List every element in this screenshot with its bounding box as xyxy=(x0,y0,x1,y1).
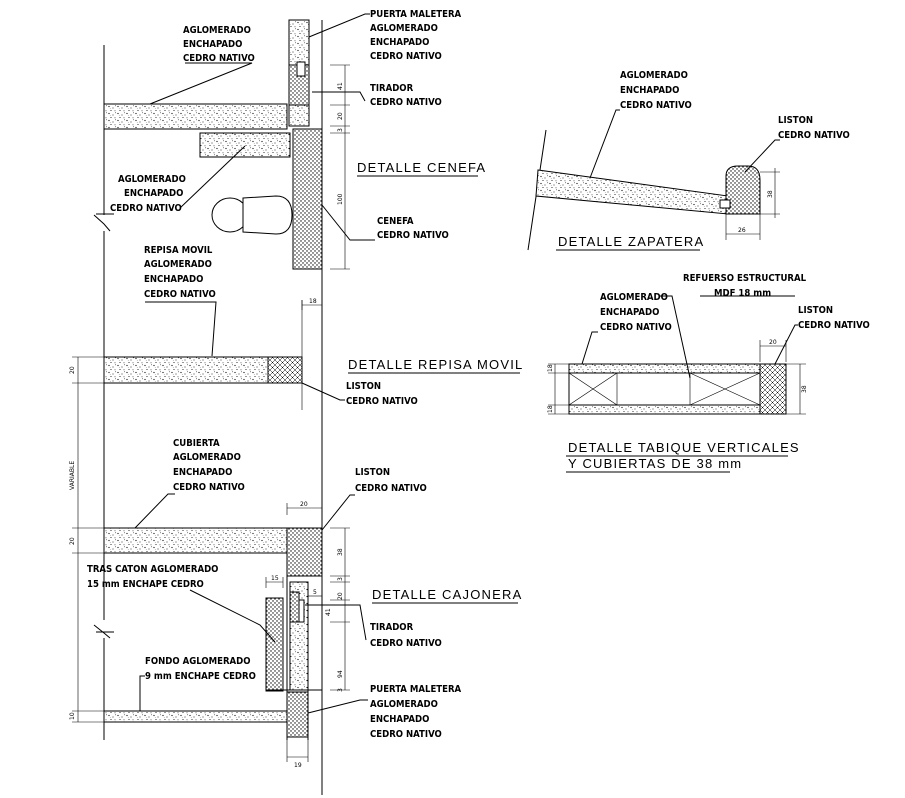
dim-cajon-3: 3 xyxy=(337,688,344,692)
dim-variable: VARIABLE xyxy=(69,461,76,490)
bottom-door xyxy=(286,691,309,738)
fondo-board xyxy=(103,710,288,723)
dim-cubierta-38: 38 xyxy=(337,548,344,556)
dim-cubierta-3: 3 xyxy=(337,577,344,581)
cenefa-inner-board xyxy=(199,132,291,158)
label-fondo: FONDO AGLOMERADO 9 mm ENCHAPE CEDRO xyxy=(145,656,256,682)
tabique-core xyxy=(568,372,761,406)
dim-repisa-20: 20 xyxy=(69,366,76,374)
tabique-liston xyxy=(759,363,787,415)
label-liston-cubierta: LISTON CEDRO NATIVO xyxy=(355,467,427,494)
label-tirador-bottom: TIRADOR CEDRO NATIVO xyxy=(370,622,442,649)
label-tab-aglomerado: AGLOMERADO ENCHAPADO CEDRO NATIVO xyxy=(600,292,672,333)
titles-left: DETALLE CENEFA DETALLE REPISA MOVIL DETA… xyxy=(348,160,523,604)
dim-top-3: 3 xyxy=(337,128,344,132)
dim-bottom-19: 19 xyxy=(294,762,302,769)
tabique-detail: 18 18 20 38 AGLOMERADO ENCHAPADO CEDRO N… xyxy=(547,273,870,473)
trascaton-board xyxy=(265,597,284,692)
label-cenefa: CENEFA CEDRO NATIVO xyxy=(377,216,449,241)
dim-cajon-41: 41 xyxy=(325,608,332,616)
dim-zap-26: 26 xyxy=(738,227,746,234)
zapatera-detail: 38 26 AGLOMERADO ENCHAPADO CEDRO NATIVO … xyxy=(527,70,850,251)
title-repisa: DETALLE REPISA MOVIL xyxy=(348,357,523,372)
label-tab-refuerzo: REFUERSO ESTRUCTURAL MDF 18 mm xyxy=(683,273,809,299)
dim-tab-18b: 18 xyxy=(547,405,554,413)
dim-repisa-18: 18 xyxy=(309,298,317,305)
label-liston-repisa: LISTON CEDRO NATIVO xyxy=(346,381,418,407)
title-tabique-2: Y CUBIERTAS DE 38 mm xyxy=(568,456,742,471)
dim-cajon-15: 15 xyxy=(271,575,279,582)
left-dimensions: 20 VARIABLE 20 10 xyxy=(69,356,104,723)
dim-top-41: 41 xyxy=(337,82,344,90)
tabique-top-board xyxy=(568,363,761,374)
cabinet-dimensions: 41 20 3 100 18 20 38 3 20 41 94 3 15 5 1… xyxy=(265,64,350,769)
dim-cajon-94: 94 xyxy=(337,670,344,678)
cubierta-board xyxy=(103,527,288,554)
dim-cenefa-100: 100 xyxy=(337,193,344,205)
repisa-board xyxy=(103,356,269,384)
title-cajonera: DETALLE CAJONERA xyxy=(372,587,522,602)
repisa-liston xyxy=(267,356,303,384)
dim-cubierta-20-left: 20 xyxy=(69,537,76,545)
label-cubierta: CUBIERTA AGLOMERADO ENCHAPADO CEDRO NATI… xyxy=(173,438,245,493)
title-tabique-1: DETALLE TABIQUE VERTICALES xyxy=(568,440,800,455)
dim-zap-38: 38 xyxy=(767,190,774,198)
label-repisa-movil: REPISA MOVIL AGLOMERADO ENCHAPADO CEDRO … xyxy=(144,245,216,300)
title-zapatera: DETALLE ZAPATERA xyxy=(558,234,704,249)
label-puerta-bottom: PUERTA MALETERA AGLOMERADO ENCHAPADO CED… xyxy=(370,684,464,740)
label-aglomerado-mid: AGLOMERADO ENCHAPADO CEDRO NATIVO xyxy=(110,174,189,214)
label-tirador-top: TIRADOR CEDRO NATIVO xyxy=(370,83,442,108)
label-trascaton: TRAS CATON AGLOMERADO 15 mm ENCHAPE CEDR… xyxy=(87,564,221,590)
leaders-left xyxy=(134,13,375,714)
dim-tab-18a: 18 xyxy=(547,364,554,372)
dim-tab-38: 38 xyxy=(801,385,808,393)
cubierta-liston xyxy=(286,527,323,577)
label-tab-liston: LISTON CEDRO NATIVO xyxy=(798,305,870,331)
label-zap-aglomerado: AGLOMERADO ENCHAPADO CEDRO NATIVO xyxy=(620,70,692,111)
label-puerta-top: PUERTA MALETERA AGLOMERADO ENCHAPADO CED… xyxy=(370,9,464,62)
label-aglomerado-top: AGLOMERADO ENCHAPADO CEDRO NATIVO xyxy=(183,25,255,64)
dim-fondo-10: 10 xyxy=(69,712,76,720)
tabique-bottom-board xyxy=(568,404,761,415)
top-shelf-board xyxy=(103,103,288,130)
dim-tab-20: 20 xyxy=(769,339,777,346)
cenefa-piece xyxy=(292,128,323,270)
dim-cubierta-20-top: 20 xyxy=(300,501,308,508)
title-cenefa: DETALLE CENEFA xyxy=(357,160,486,175)
dim-cajon-20: 20 xyxy=(337,592,344,600)
dim-top-20: 20 xyxy=(337,112,344,120)
label-zap-liston: LISTON CEDRO NATIVO xyxy=(778,115,850,141)
dim-cajon-5: 5 xyxy=(313,589,317,596)
labels-left: AGLOMERADO ENCHAPADO CEDRO NATIVO PUERTA… xyxy=(87,9,464,740)
left-elevation xyxy=(93,19,323,795)
